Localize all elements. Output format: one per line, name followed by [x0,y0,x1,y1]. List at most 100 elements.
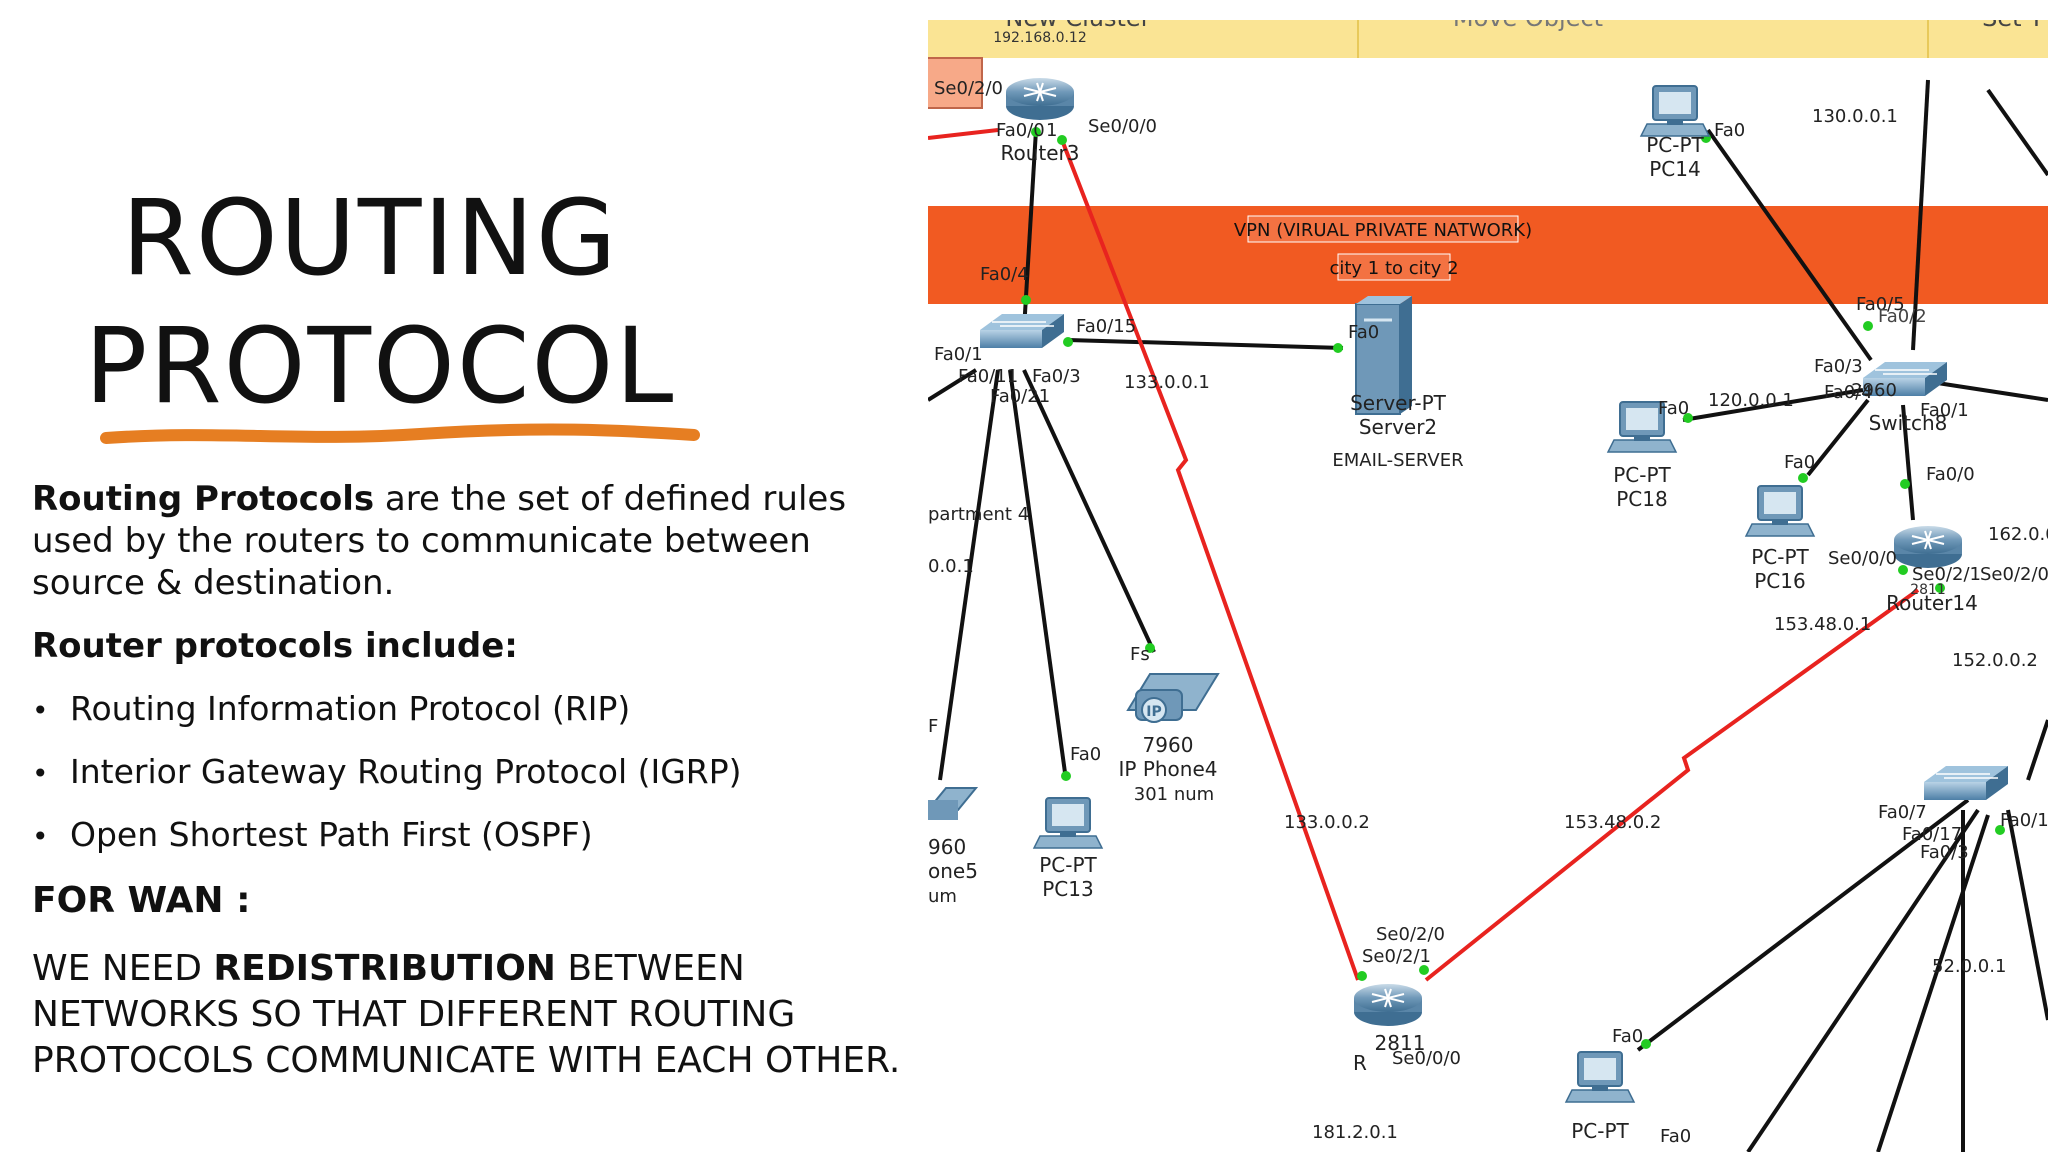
router-bottom-model: 2811 [1375,1031,1426,1055]
list-heading: Router protocols include: [32,625,892,667]
ethernet-links [928,79,2048,1152]
cluster-box[interactable] [928,57,983,109]
port-label: Fa0/7 [1878,802,1927,823]
wan-paragraph: WE NEED REDISTRIBUTION BETWEEN NETWORKS … [32,946,932,1084]
port-label: Fa0/4 [1824,382,1873,403]
router3-top-label: 192.168.0.12 [993,30,1087,46]
pc14-type: PC-PT [1646,133,1704,157]
pc18[interactable]: PC-PT PC18 [1607,401,1677,511]
switch8-model: 2960 [1851,380,1897,401]
bullet-text: Routing Information Protocol (RIP) [70,689,631,728]
switch-bottom[interactable] [1923,765,2009,801]
port-label: Fa0 [1070,744,1101,765]
pc-bottom[interactable]: PC-PT [1565,1051,1635,1143]
port-label: Fa0 [1348,322,1379,343]
bullet-item: •Open Shortest Path First (OSPF) [32,814,593,858]
port-label: Se0/0/0 [1828,548,1897,569]
port-label: Fa0/1 [2000,810,2048,831]
phone4-model: 7960 [1143,733,1194,757]
ip-label: 152.0.0.2 [1952,650,2038,671]
pc13[interactable]: PC-PT PC13 [1033,797,1103,901]
router-bottom[interactable]: 2811 R [1353,983,1426,1075]
toolbar-set-tiled[interactable]: Set T [1982,20,2044,32]
port-label: Se0/2/1 [1362,946,1431,967]
ip-label: 153.48.0.2 [1564,812,1661,833]
toolbar-move-object[interactable]: Move Object [1453,20,1603,32]
server2-note: EMAIL-SERVER [1332,450,1463,471]
port-label: Fa0/3 [1032,366,1081,387]
port-label: Se0/2/0 [1376,924,1445,945]
port-label: Fa0 [1612,1026,1643,1047]
server2[interactable]: Server-PT Server2 EMAIL-SERVER [1332,296,1464,471]
server2-label: Server2 [1359,415,1437,439]
port-label: Fa0/1 [934,344,983,365]
phone5-model: 960 [928,835,966,859]
network-diagram-canvas: New Cluster Move Object Set T VPN (VIRUA… [928,20,2048,1152]
wan-text-bold: REDISTRIBUTION [213,948,556,989]
ip-phone4[interactable]: IP 7960 IP Phone4 301 num [1119,673,1220,805]
ip-label: 130.0.0.1 [1812,106,1898,127]
phone4-num: 301 num [1134,784,1214,805]
port-label: Se0/2/0 [1980,564,2048,585]
ip-phone5[interactable]: 960 one5 um [928,787,979,907]
port-label: Fa0/17 [1902,824,1962,845]
phone4-label: IP Phone4 [1119,757,1218,781]
port-label: Fa0/5 [1856,294,1905,315]
port-label: Fa0 [1784,452,1815,473]
router3[interactable]: 192.168.0.12 Router3 [993,30,1087,165]
serial-links [928,128,1920,982]
ip-label: 133.0.0.1 [1124,372,1210,393]
ip-label: 181.2.0.1 [1312,1122,1398,1143]
toolbar-new-cluster[interactable]: New Cluster [1005,20,1150,32]
wan-text-pre: WE NEED [32,948,214,989]
server2-type: Server-PT [1350,391,1447,415]
slide-title-line1: ROUTING [121,177,619,299]
port-label: 1 [1046,120,1057,141]
bullet-text: Open Shortest Path First (OSPF) [70,815,593,854]
switch8[interactable]: 2960 Switch8 [1851,361,1948,435]
network-diagram: New Cluster Move Object Set T VPN (VIRUA… [928,20,2048,1152]
dept4-ip: 0.0.1 [928,556,974,577]
phone-ip-icon: IP [1146,704,1161,720]
vpn-banner-title: VPN (VIRUAL PRIVATE NATWORK) [1234,220,1532,241]
pc14[interactable]: PC-PT PC14 [1640,85,1710,181]
toolbar [928,20,2048,58]
port-label: Fa0/0 [996,120,1045,141]
router-bottom-label: R [1353,1051,1367,1075]
port-label: Se0/0/0 [1392,1048,1461,1069]
port-label: Fa0/21 [990,386,1050,407]
dept4-label: partment 4 [928,504,1029,525]
port-label: Fa0 [1660,1126,1691,1147]
intro-paragraph: Routing Protocols are the set of defined… [32,478,892,604]
port-dots [1021,127,2005,1049]
port-label: Fa0/3 [1920,842,1969,863]
bullet-item: • Routing Information Protocol (RIP) [32,688,630,732]
switch-left[interactable] [979,313,1065,349]
router3-label: Router3 [1000,141,1079,165]
vpn-banner-subtitle: city 1 to city 2 [1329,258,1458,279]
ip-label: 153.48.0.1 [1774,614,1871,635]
port-label: Se0/2/1 [1912,564,1981,585]
wan-heading: FOR WAN : [32,880,251,921]
port-label: Se0/2/0 [934,78,1003,99]
bullet-item: •Interior Gateway Routing Protocol (IGRP… [32,751,742,795]
pc16[interactable]: PC-PT PC16 [1745,485,1815,593]
port-label: Fa0/15 [1076,316,1136,337]
pc18-label: PC18 [1616,487,1667,511]
port-label: Fa0/3 [1814,356,1863,377]
router14-model: 2811 [1910,582,1946,598]
switch8-label: Switch8 [1869,411,1948,435]
port-label: Fa0 [1714,120,1745,141]
ip-label: 52.0.0.1 [1932,956,2006,977]
bullet-dot-icon: • [32,694,49,727]
pc14-label: PC14 [1649,157,1700,181]
port-labels: Se0/2/0 Fa0/0 1 Se0/0/0 Fa0/4 Fa0/1 Fa0/… [928,78,2048,1147]
list-heading-text: Router protocols include: [32,626,518,666]
port-label: Fs [1130,644,1150,665]
bullet-dot-icon: • [32,757,49,790]
router14[interactable]: 2811 Router14 [1886,525,1978,615]
pc-bottom-type: PC-PT [1571,1119,1629,1143]
intro-bold: Routing Protocols [32,479,375,519]
ip-label: 133.0.0.2 [1284,812,1370,833]
